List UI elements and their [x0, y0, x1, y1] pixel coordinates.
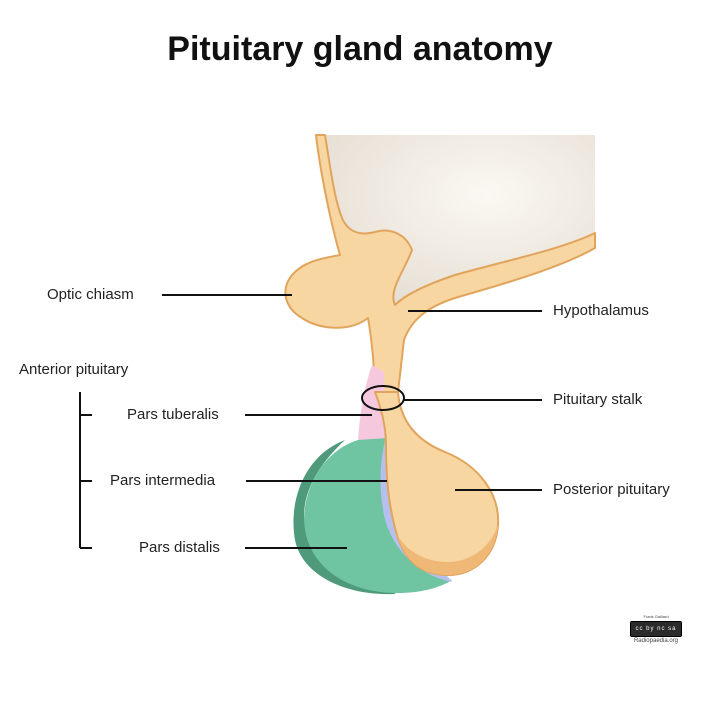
credit-block: Frank Gaillard cc by nc sa Radiopaedia.o… [624, 614, 688, 644]
hypothalamus-tissue [284, 134, 596, 393]
stalk-ring-marker [361, 385, 405, 411]
leader-lines [162, 294, 542, 549]
page-title: Pituitary gland anatomy [167, 30, 553, 68]
label-optic-chiasm: Optic chiasm [47, 286, 134, 303]
cc-license-badge: cc by nc sa [630, 621, 682, 637]
label-pars-intermedia: Pars intermedia [110, 472, 216, 489]
label-posterior-pituitary: Posterior pituitary [553, 481, 670, 498]
credit-author: Frank Gaillard [643, 614, 669, 619]
posterior-pituitary-shading [397, 525, 498, 575]
brain-region [325, 135, 595, 305]
credit-site: Radiopaedia.org [633, 638, 679, 644]
label-pituitary-stalk: Pituitary stalk [553, 391, 643, 408]
label-anterior-pituitary: Anterior pituitary [19, 361, 129, 378]
pars-distalis-region [304, 438, 452, 593]
pars-tuberalis-region [358, 365, 385, 440]
anterior-pituitary-bracket [79, 392, 92, 549]
label-hypothalamus: Hypothalamus [553, 302, 649, 319]
label-pars-tuberalis: Pars tuberalis [127, 406, 219, 423]
label-pars-distalis: Pars distalis [139, 539, 220, 556]
